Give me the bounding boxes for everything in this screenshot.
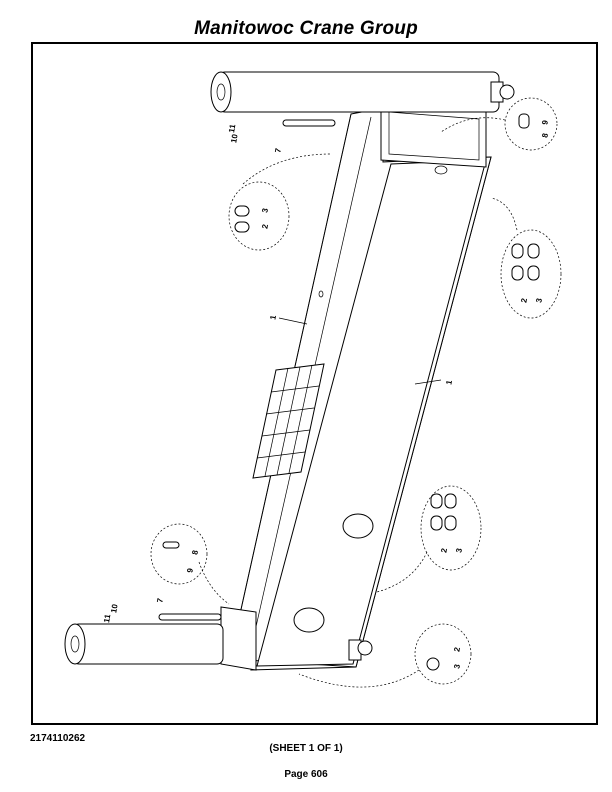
callout-1-right: 1 xyxy=(444,379,455,386)
detail-bubble-lower-left xyxy=(150,523,208,585)
callout-11-lower: 11 xyxy=(102,613,113,624)
callout-7-lower: 7 xyxy=(155,597,166,604)
callout-3-mid-right: 3 xyxy=(454,547,465,554)
callout-11-upper: 11 xyxy=(227,123,238,134)
parts-diagram xyxy=(64,71,562,688)
detail-bubble-mid-right xyxy=(420,485,482,571)
callout-9-top-right: 9 xyxy=(540,119,551,126)
callout-10-lower: 10 xyxy=(109,603,120,614)
callout-9-lower-left: 9 xyxy=(185,567,196,574)
callout-1-left: 1 xyxy=(268,314,279,321)
callout-2-mid-right: 2 xyxy=(439,547,450,554)
pin-lower xyxy=(158,613,222,621)
drawing-part-number: 2174110262 xyxy=(30,733,86,744)
callout-2-bottom-right: 2 xyxy=(452,646,463,653)
callout-7-upper: 7 xyxy=(273,147,284,154)
callout-10-upper: 10 xyxy=(229,133,240,144)
callout-3-bottom-right: 3 xyxy=(452,663,463,670)
mesh-grate xyxy=(252,363,325,479)
pin-upper xyxy=(282,119,336,127)
callout-8-top-right: 8 xyxy=(540,132,551,139)
boom-section xyxy=(64,71,515,671)
callout-3-upper-left: 3 xyxy=(260,207,271,214)
callout-2-right: 2 xyxy=(519,297,530,304)
callout-3-right: 3 xyxy=(534,297,545,304)
detail-bubble-upper-left xyxy=(228,181,290,251)
sheet-indicator: (SHEET 1 OF 1) xyxy=(269,743,343,754)
page-title: Manitowoc Crane Group xyxy=(194,18,418,39)
drawing-frame xyxy=(31,42,598,725)
callout-2-upper-left: 2 xyxy=(260,223,271,230)
leader-arrows xyxy=(198,117,518,688)
detail-bubble-bottom-right xyxy=(414,623,472,685)
detail-bubble-top-right xyxy=(504,97,558,151)
page-number: Page 606 xyxy=(284,769,328,780)
callout-8-lower-left: 8 xyxy=(190,549,201,556)
detail-bubble-right xyxy=(500,229,562,319)
